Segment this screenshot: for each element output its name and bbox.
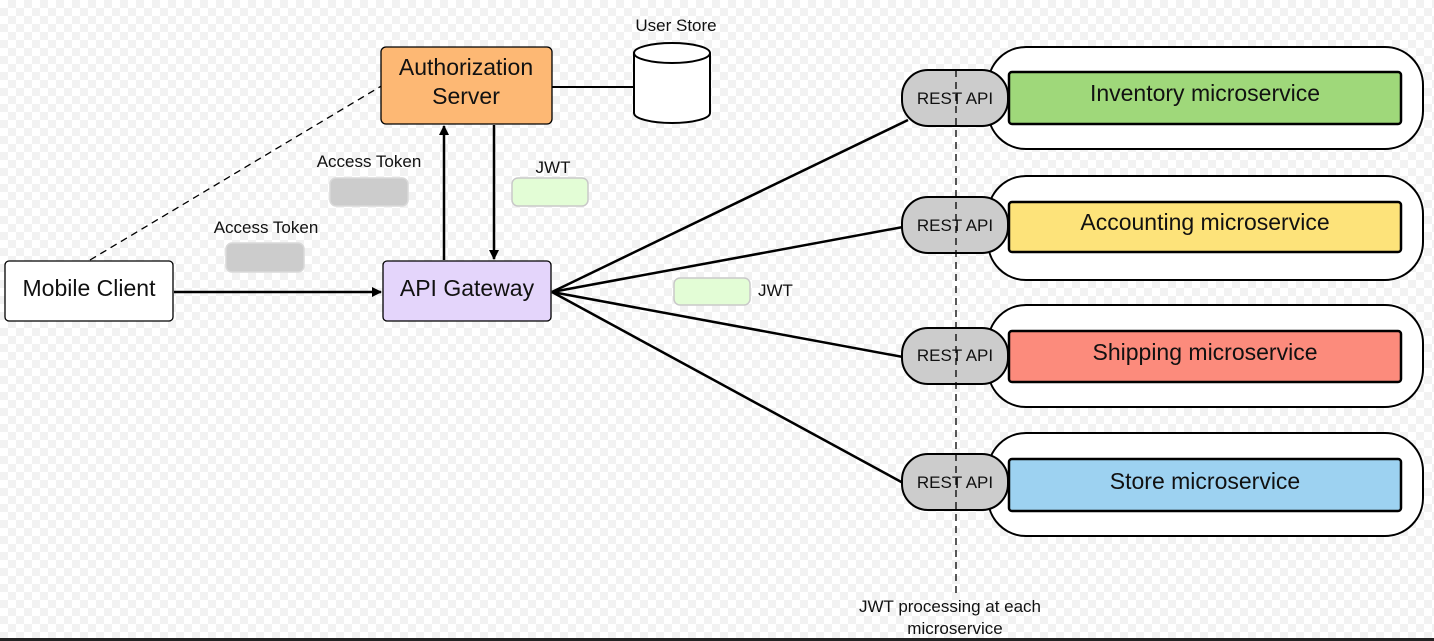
- gateway-shipping-connector: [551, 290, 904, 359]
- inventory-microservice-box[interactable]: [1007, 70, 1403, 126]
- mobile-client-label: Mobile Client: [23, 275, 157, 301]
- access-token-chip-left: [225, 242, 305, 273]
- authorization-server-node[interactable]: [380, 46, 553, 125]
- rest-api-label-accounting: REST API: [917, 216, 993, 235]
- access-token-chip-upper: [329, 177, 409, 207]
- authorization-server-label-line1: Authorization: [399, 54, 533, 80]
- store-microservice-box[interactable]: [1007, 457, 1403, 513]
- jwt-processing-note-line1: JWT processing at each: [859, 597, 1041, 616]
- accounting-microservice-label: Accounting microservice: [1080, 209, 1329, 235]
- user-store-cylinder[interactable]: [633, 42, 711, 124]
- jwt-processing-note-line2: microservice: [907, 619, 1002, 638]
- mobile-client-node[interactable]: [4, 260, 174, 322]
- jwt-chip-upper: [511, 177, 589, 207]
- rest-api-label-inventory: REST API: [917, 89, 993, 108]
- user-store-label: User Store: [635, 16, 716, 35]
- accounting-microservice-box[interactable]: [1007, 200, 1403, 254]
- bottom-edge-strip: [0, 638, 1434, 641]
- api-gateway-node[interactable]: [382, 260, 552, 322]
- jwt-label-upper: JWT: [536, 158, 571, 177]
- client-auth-dashed-connector: [89, 84, 384, 261]
- rest-api-label-store: REST API: [917, 473, 993, 492]
- inventory-microservice-label: Inventory microservice: [1090, 80, 1320, 106]
- authorization-server-label-line2: Server: [432, 83, 500, 109]
- rest-api-label-shipping: REST API: [917, 346, 993, 365]
- gateway-store-connector: [551, 290, 906, 486]
- access-token-label-left: Access Token: [214, 218, 319, 237]
- gateway-accounting-connector: [551, 225, 904, 294]
- jwt-label-middle: JWT: [758, 281, 793, 300]
- api-gateway-label: API Gateway: [400, 275, 535, 301]
- store-microservice-label: Store microservice: [1110, 468, 1300, 494]
- jwt-chip-middle: [673, 277, 751, 306]
- shipping-microservice-box[interactable]: [1007, 329, 1403, 384]
- gateway-inventory-connector: [551, 118, 909, 294]
- access-token-label-upper: Access Token: [317, 152, 422, 171]
- shipping-microservice-label: Shipping microservice: [1093, 339, 1318, 365]
